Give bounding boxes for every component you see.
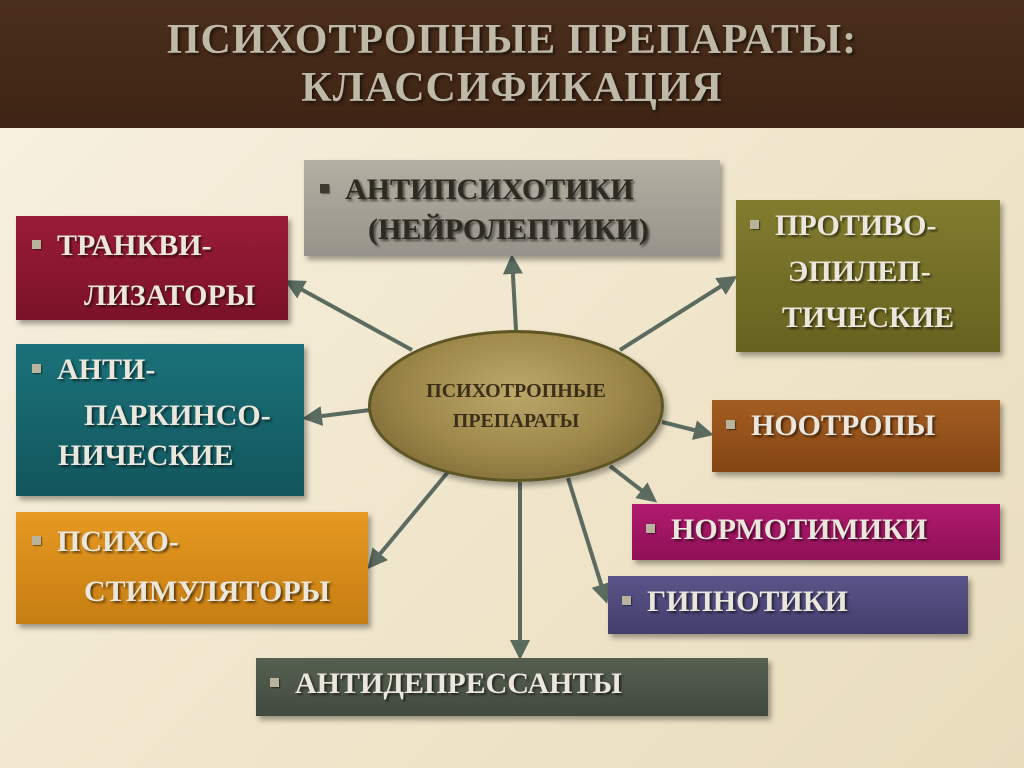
- hypnotics-line-1: ГИПНОТИКИ: [647, 585, 848, 618]
- category-antipsychotics: АНТИПСИХОТИКИ (НЕЙРОЛЕПТИКИ): [304, 160, 720, 256]
- bullet-icon: [270, 677, 279, 687]
- arrow-to-hypnotics: [566, 477, 611, 604]
- arrow-to-antiparkinsonian: [302, 406, 371, 426]
- category-hypnotics: ГИПНОТИКИ: [608, 576, 968, 634]
- category-tranquilizers: ТРАНКВИ- ЛИЗАТОРЫ: [16, 216, 288, 320]
- psychostimulants-line-2: СТИМУЛЯТОРЫ: [84, 575, 331, 608]
- antipsychotics-line-1: АНТИПСИХОТИКИ: [345, 173, 634, 206]
- antiepileptics-line-3: ТИЧЕСКИЕ: [782, 301, 955, 334]
- category-antiepileptics: ПРОТИВО- ЭПИЛЕП- ТИЧЕСКИЕ: [736, 200, 1000, 352]
- category-nootropics: НООТРОПЫ: [712, 400, 1000, 472]
- bullet-icon: [726, 419, 735, 429]
- antiepileptics-line-1: ПРОТИВО-: [775, 209, 937, 242]
- antiparkinsonian-line-2: ПАРКИНСО-: [84, 399, 271, 432]
- slide-title-line-1: ПСИХОТРОПНЫЕ ПРЕПАРАТЫ:: [166, 17, 858, 63]
- category-antidepressants: АНТИДЕПРЕССАНТЫ: [256, 658, 768, 716]
- antiepileptics-line-2: ЭПИЛЕП-: [788, 255, 931, 288]
- tranquilizers-line-1: ТРАНКВИ-: [57, 229, 212, 262]
- bullet-icon: [320, 183, 329, 193]
- psychostimulants-line-1: ПСИХО-: [57, 525, 179, 558]
- antipsychotics-line-2: (НЕЙРОЛЕПТИКИ): [368, 213, 649, 246]
- arrow-to-antipsychotics: [502, 254, 523, 331]
- bullet-icon: [622, 595, 631, 605]
- slide-title-line-2: КЛАССИФИКАЦИЯ: [301, 65, 723, 111]
- antiparkinsonian-line-1: АНТИ-: [57, 353, 156, 386]
- arrow-to-tranquilizers: [284, 280, 413, 352]
- bullet-icon: [32, 363, 41, 373]
- hub-label-line-2: ПРЕПАРАТЫ: [452, 410, 580, 432]
- normothymics-line-1: НОРМОТИМИКИ: [671, 513, 928, 546]
- category-antiparkinsonian: АНТИ- ПАРКИНСО- НИЧЕСКИЕ: [16, 344, 304, 496]
- tranquilizers-line-2: ЛИЗАТОРЫ: [84, 279, 256, 312]
- arrow-to-normothymics: [608, 464, 658, 503]
- category-psychostimulants: ПСИХО- СТИМУЛЯТОРЫ: [16, 512, 368, 624]
- category-normothymics: НОРМОТИМИКИ: [632, 504, 1000, 560]
- hub-label-line-1: ПСИХОТРОПНЫЕ: [426, 380, 606, 402]
- nootropics-line-1: НООТРОПЫ: [751, 409, 936, 442]
- antiparkinsonian-line-3: НИЧЕСКИЕ: [58, 439, 234, 472]
- bullet-icon: [32, 239, 41, 249]
- arrow-to-nootropics: [661, 420, 714, 440]
- bullet-icon: [646, 523, 655, 533]
- bullet-icon: [32, 535, 41, 545]
- arrow-to-psychostimulants: [367, 470, 450, 570]
- antidepressants-line-1: АНТИДЕПРЕССАНТЫ: [295, 667, 622, 700]
- central-hub-psychotropic-drugs: ПСИХОТРОПНЫЕ ПРЕПАРАТЫ: [368, 330, 664, 482]
- arrow-to-antiepileptics: [618, 275, 738, 352]
- bullet-icon: [750, 219, 759, 229]
- slide-header: ПСИХОТРОПНЫЕ ПРЕПАРАТЫ: КЛАССИФИКАЦИЯ: [0, 0, 1024, 128]
